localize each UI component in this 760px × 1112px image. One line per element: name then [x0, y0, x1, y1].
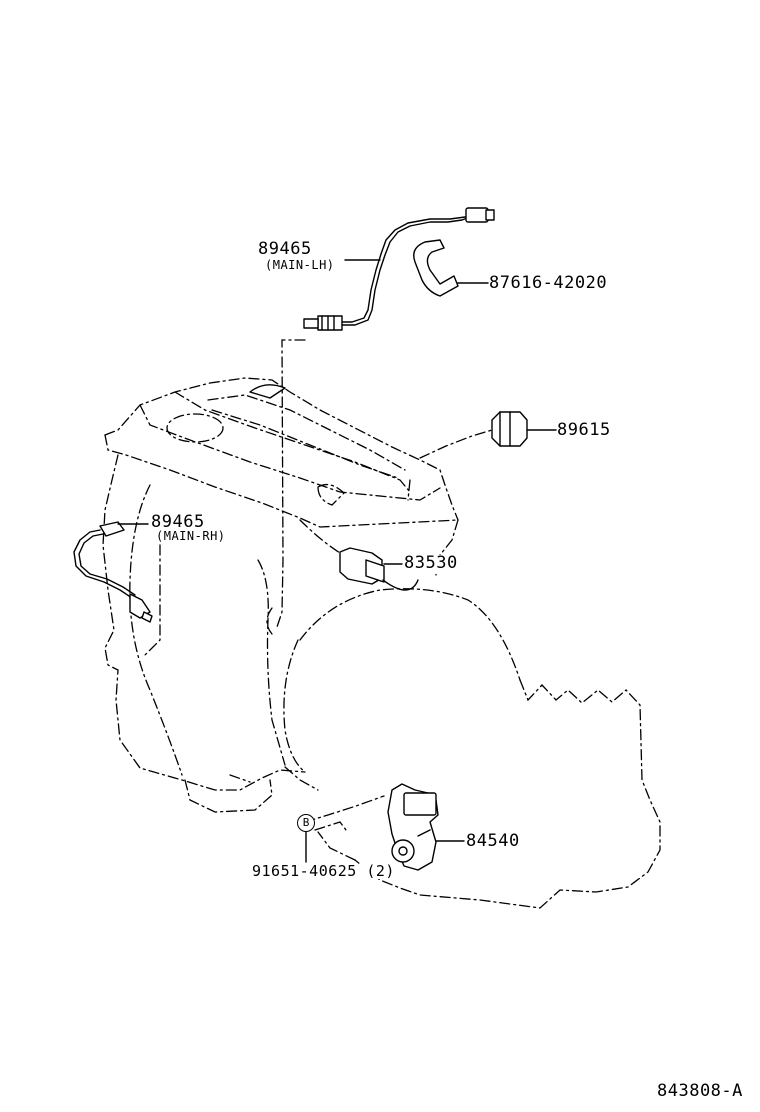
- oxygen-sensor-lh: [303, 207, 495, 331]
- clamp-part: [413, 239, 459, 297]
- callout-89465-rh: 89465: [151, 512, 205, 532]
- callout-83530: 83530: [404, 553, 458, 573]
- callout-84540: 84540: [466, 831, 520, 851]
- oxygen-sensor-icon: [303, 318, 319, 329]
- callout-87616-42020: 87616-42020: [489, 273, 608, 293]
- oxygen-sensor-rh: [73, 521, 153, 623]
- temp-sensor: [339, 547, 419, 591]
- pressure-switch: [491, 411, 528, 447]
- callout-89615: 89615: [557, 420, 611, 440]
- neutral-switch: [387, 783, 439, 871]
- engine-outline: [102, 377, 661, 909]
- callout-main-rh: (MAIN-RH): [156, 529, 226, 543]
- drawing-reference: 843808-A: [657, 1081, 743, 1101]
- callout-main-lh: (MAIN-LH): [265, 258, 335, 272]
- clamp-icon: [413, 239, 459, 297]
- callout-91651-40625: 91651-40625 (2): [252, 862, 395, 880]
- bolt-marker-icon: B: [297, 814, 315, 832]
- connector-icon: [465, 207, 489, 223]
- callout-89465-lh: 89465: [258, 239, 312, 259]
